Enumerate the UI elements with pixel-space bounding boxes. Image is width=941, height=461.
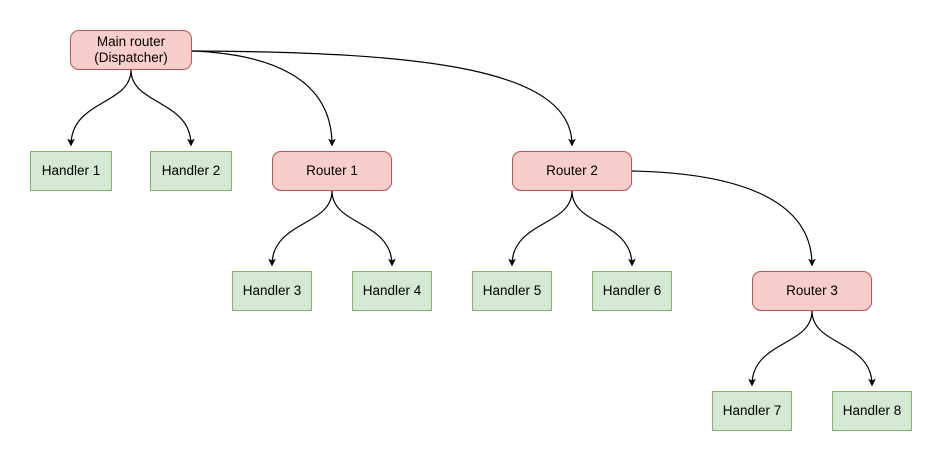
node-handler-8[interactable]: Handler 8 bbox=[832, 391, 912, 431]
connector-main-router-to-router-2 bbox=[191, 50, 576, 147]
connector-router-2-to-handler-6 bbox=[571, 190, 636, 267]
connector-main-router-to-handler-1 bbox=[67, 69, 132, 147]
node-label-handler-7: Handler 7 bbox=[722, 403, 782, 418]
node-label-handler-4: Handler 4 bbox=[362, 283, 422, 298]
node-main-router[interactable]: Main router (Dispatcher) bbox=[70, 30, 192, 70]
node-handler-5[interactable]: Handler 5 bbox=[472, 271, 552, 311]
connector-router-1-to-handler-4 bbox=[331, 190, 396, 267]
node-label-main-router: Main router (Dispatcher) bbox=[94, 34, 168, 65]
node-router-3[interactable]: Router 3 bbox=[752, 271, 872, 311]
node-label-handler-1: Handler 1 bbox=[41, 163, 101, 178]
edge-paths bbox=[67, 50, 876, 387]
node-label-handler-2: Handler 2 bbox=[161, 163, 221, 178]
connector-router-2-to-handler-5 bbox=[508, 190, 573, 267]
connector-router-2-to-router-3 bbox=[631, 170, 816, 267]
node-label-handler-6: Handler 6 bbox=[602, 283, 662, 298]
node-label-router-1: Router 1 bbox=[306, 163, 358, 178]
node-router-2[interactable]: Router 2 bbox=[512, 151, 632, 191]
node-label-handler-5: Handler 5 bbox=[482, 283, 542, 298]
node-handler-1[interactable]: Handler 1 bbox=[30, 151, 112, 191]
node-handler-2[interactable]: Handler 2 bbox=[150, 151, 232, 191]
node-handler-4[interactable]: Handler 4 bbox=[352, 271, 432, 311]
connector-router-3-to-handler-7 bbox=[748, 310, 813, 387]
node-handler-6[interactable]: Handler 6 bbox=[592, 271, 672, 311]
node-handler-7[interactable]: Handler 7 bbox=[712, 391, 792, 431]
connector-main-router-to-router-1 bbox=[191, 50, 336, 147]
node-label-router-2: Router 2 bbox=[546, 163, 598, 178]
node-label-handler-3: Handler 3 bbox=[242, 283, 302, 298]
connector-main-router-to-handler-2 bbox=[130, 69, 195, 147]
connector-router-1-to-handler-3 bbox=[268, 190, 333, 267]
node-handler-3[interactable]: Handler 3 bbox=[232, 271, 312, 311]
node-label-router-3: Router 3 bbox=[786, 283, 838, 298]
connector-router-3-to-handler-8 bbox=[811, 310, 876, 387]
node-router-1[interactable]: Router 1 bbox=[272, 151, 392, 191]
node-label-handler-8: Handler 8 bbox=[842, 403, 902, 418]
